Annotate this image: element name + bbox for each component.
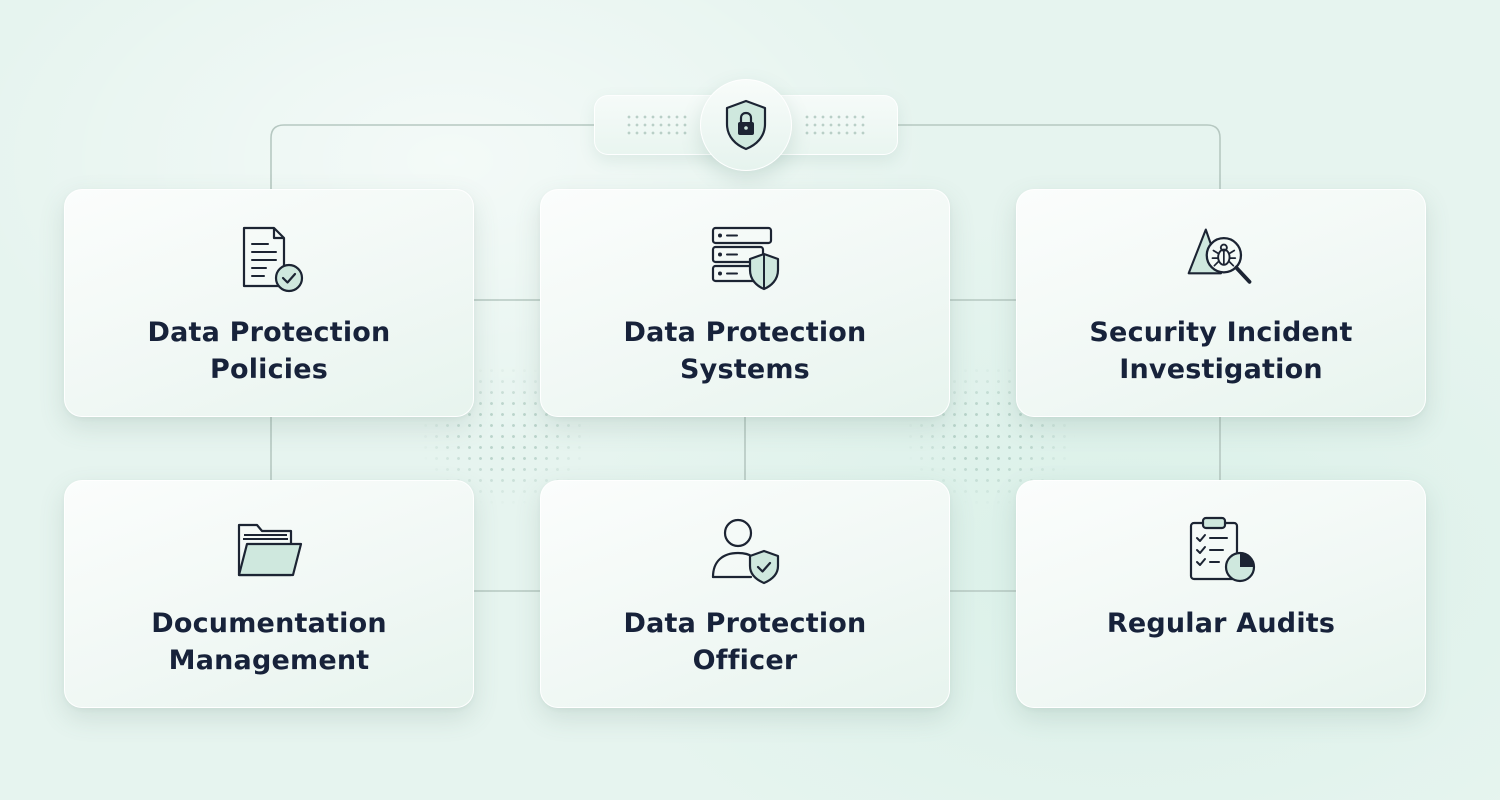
shield-lock-icon — [725, 99, 767, 151]
card-data-protection-systems[interactable]: Data Protection Systems — [540, 189, 950, 417]
card-icon-wrapper — [1183, 222, 1259, 298]
card-label-line-1: Data Protection — [623, 608, 867, 639]
card-label: Documentation Management — [99, 605, 439, 679]
card-icon-wrapper — [707, 222, 783, 298]
card-label-line-2: Policies — [209, 354, 329, 385]
folder-icon — [237, 523, 303, 577]
clipboard-chart-icon — [1189, 516, 1256, 583]
document-check-icon — [242, 226, 304, 293]
card-icon-wrapper — [231, 513, 307, 589]
card-label-line-2: Systems — [680, 354, 810, 385]
card-label-line-1: Data Protection — [147, 317, 391, 348]
hub-dots-right — [803, 113, 867, 137]
card-label-line-1: Data Protection — [623, 317, 867, 348]
connector-hub-left — [270, 124, 596, 189]
card-security-incident-investigation[interactable]: Security Incident Investigation — [1016, 189, 1426, 417]
card-data-protection-officer[interactable]: Data Protection Officer — [540, 480, 950, 708]
card-label-line-1: Regular Audits — [1106, 608, 1336, 639]
card-label: Data Protection Policies — [99, 314, 439, 388]
card-icon-wrapper — [1183, 513, 1259, 589]
card-label: Regular Audits — [1051, 605, 1391, 642]
connector-hub-right — [894, 124, 1221, 189]
card-icon-wrapper — [231, 222, 307, 298]
card-label-line-2: Management — [168, 645, 370, 676]
card-label-line-1: Documentation — [151, 608, 387, 639]
hub-dots-left — [625, 113, 689, 137]
hub-badge — [700, 79, 792, 171]
card-label: Security Incident Investigation — [1051, 314, 1391, 388]
server-shield-icon — [711, 226, 780, 291]
card-data-protection-policies[interactable]: Data Protection Policies — [64, 189, 474, 417]
card-regular-audits[interactable]: Regular Audits — [1016, 480, 1426, 708]
card-documentation-management[interactable]: Documentation Management — [64, 480, 474, 708]
user-shield-icon — [711, 518, 780, 585]
card-label-line-1: Security Incident — [1089, 317, 1353, 348]
card-icon-wrapper — [707, 513, 783, 589]
bug-search-icon — [1187, 228, 1252, 284]
card-label-line-2: Investigation — [1119, 354, 1323, 385]
card-label: Data Protection Systems — [575, 314, 915, 388]
card-label-line-2: Officer — [692, 645, 798, 676]
card-label: Data Protection Officer — [575, 605, 915, 679]
